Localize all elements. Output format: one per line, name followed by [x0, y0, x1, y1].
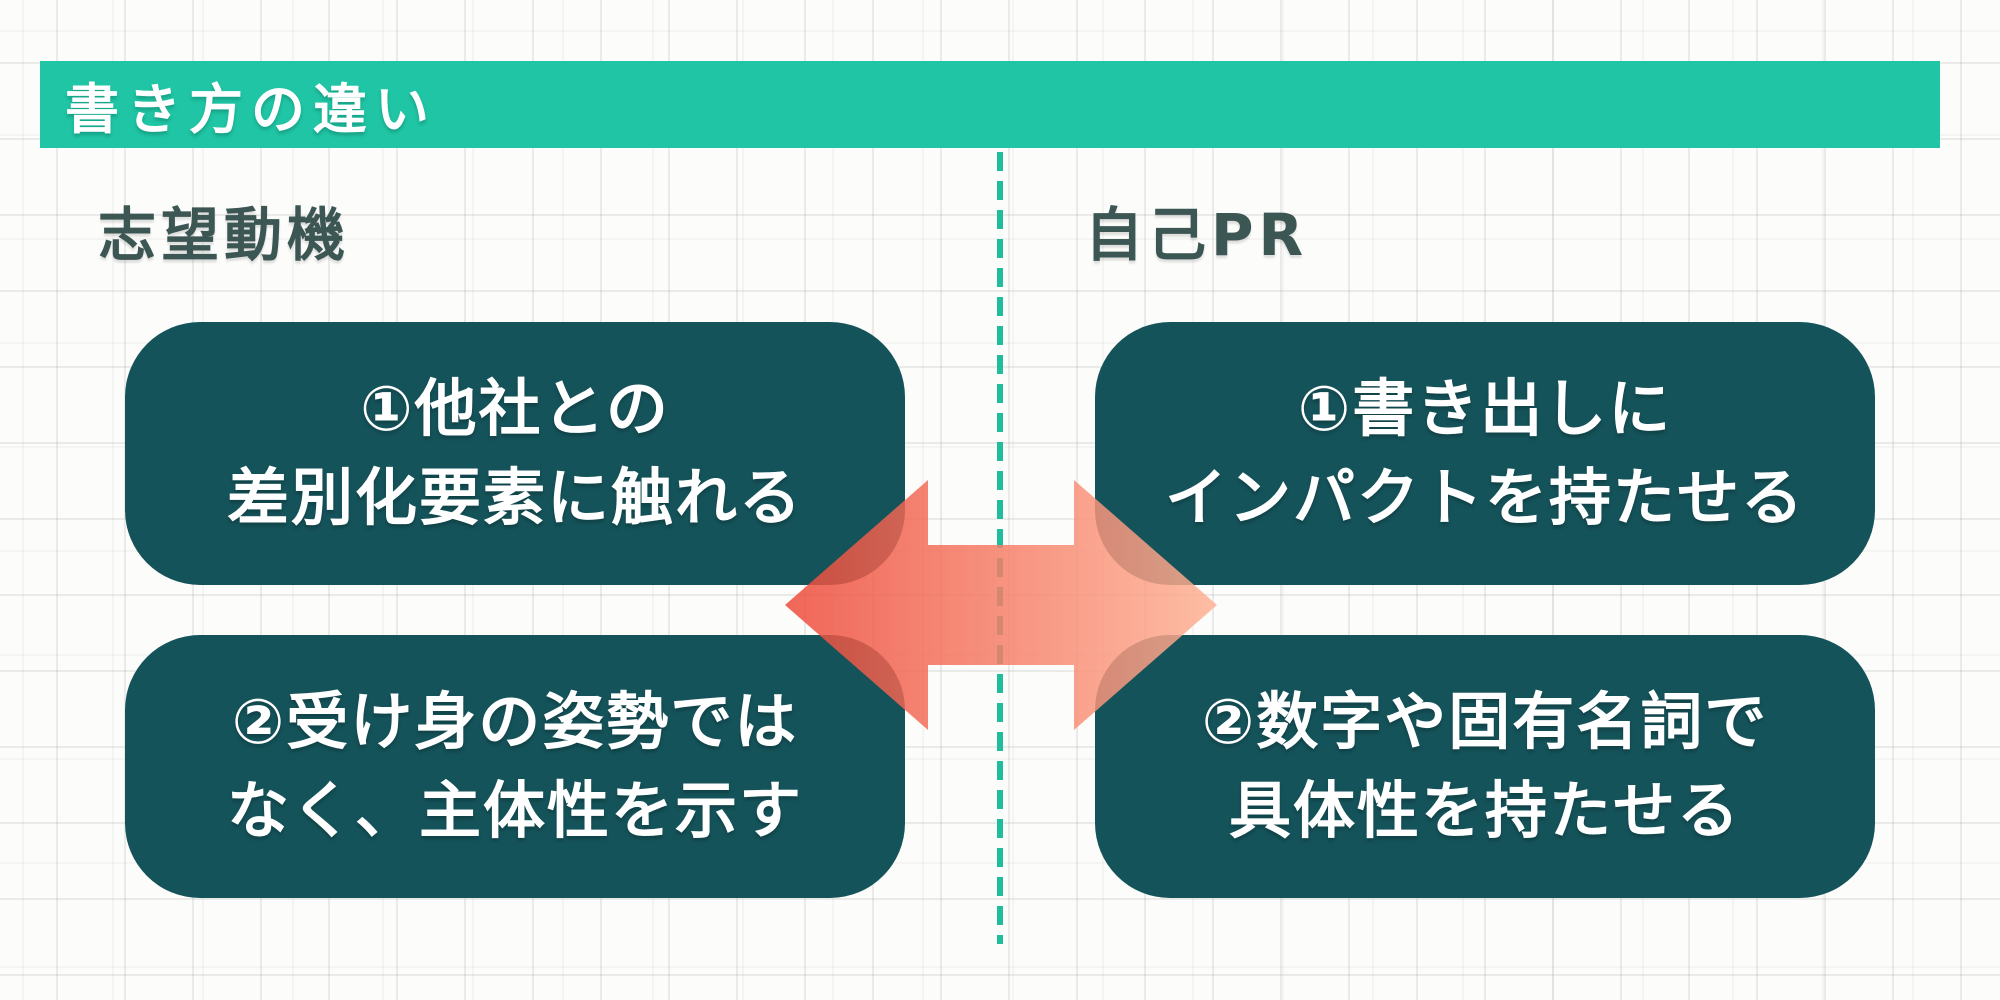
- title-banner: 書き方の違い: [40, 61, 1940, 148]
- point-box-line: ①書き出しに: [1297, 372, 1673, 446]
- point-box-line: 差別化要素に触れる: [226, 460, 803, 534]
- center-dashed-divider: [997, 152, 1003, 944]
- point-box-motivation-1: ①他社との 差別化要素に触れる: [125, 322, 905, 585]
- page-title: 書き方の違い: [65, 78, 437, 141]
- left-column-heading: 志望動機: [98, 201, 351, 269]
- point-box-line: なく、主体性を示す: [226, 773, 803, 847]
- point-box-line: ①他社との: [360, 372, 670, 446]
- point-box-line: ②受け身の姿勢では: [231, 685, 799, 759]
- point-box-line: インパクトを持たせる: [1164, 460, 1805, 534]
- right-column-heading: 自己PR: [1085, 201, 1309, 269]
- point-box-line: 具体性を持たせる: [1228, 773, 1741, 847]
- point-box-selfpr-1: ①書き出しに インパクトを持たせる: [1095, 322, 1875, 585]
- point-box-motivation-2: ②受け身の姿勢では なく、主体性を示す: [125, 635, 905, 898]
- point-box-line: ②数字や固有名詞で: [1201, 685, 1769, 759]
- point-box-selfpr-2: ②数字や固有名詞で 具体性を持たせる: [1095, 635, 1875, 898]
